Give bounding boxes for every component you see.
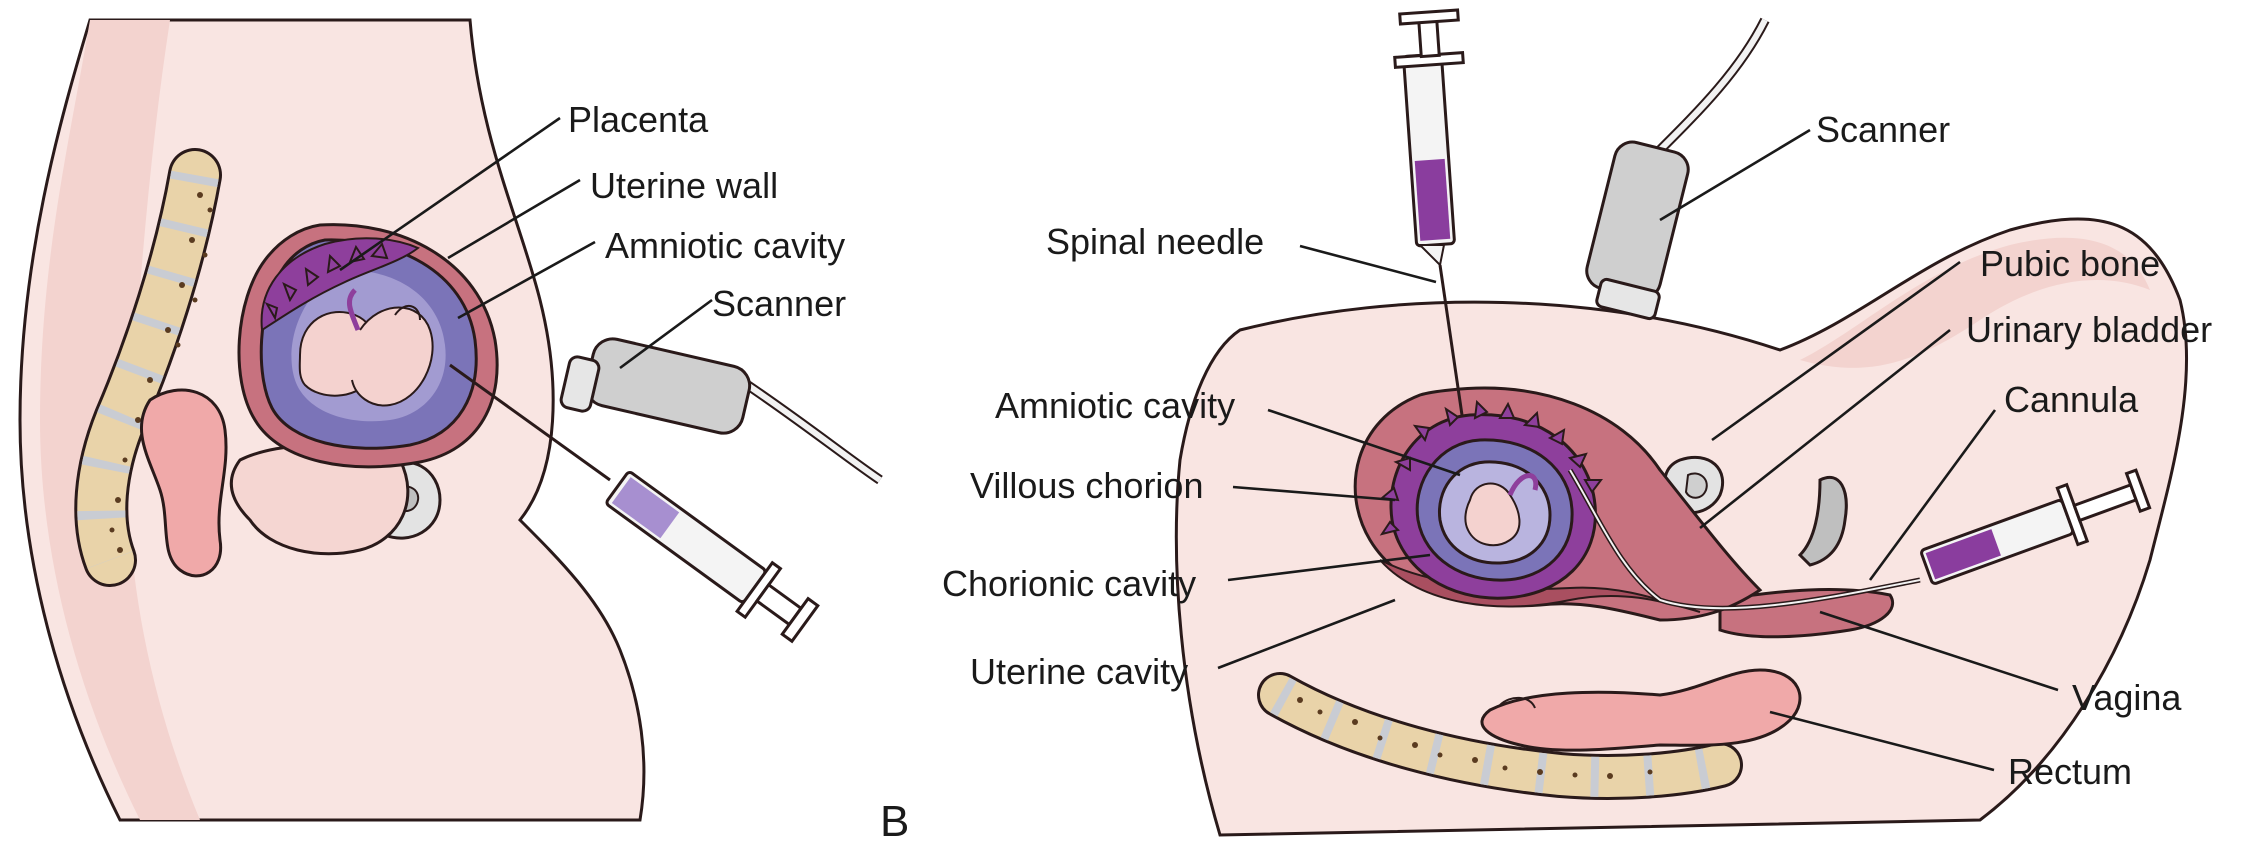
label-urinary-bladder: Urinary bladder	[1966, 309, 2212, 350]
callout-line-spinal-needle	[1299, 244, 1437, 284]
label-uterine-cavity: Uterine cavity	[970, 651, 1188, 692]
label-amniotic-cavity-right: Amniotic cavity	[995, 385, 1235, 426]
callout-line-chorionic-cavity	[1227, 553, 1431, 582]
callout-line-amniotic-cavity-right	[1267, 408, 1461, 477]
right-rectum	[1480, 668, 1802, 752]
left-rectum	[140, 388, 228, 578]
callout-line-amniotic-cavity-left	[457, 240, 596, 320]
label-uterine-wall: Uterine wall	[590, 165, 778, 206]
label-amniotic-cavity-left: Amniotic cavity	[605, 225, 845, 266]
label-scanner-right: Scanner	[1816, 109, 1950, 150]
callout-line-pubic-bone	[1711, 260, 1961, 442]
callout-line-vagina	[1819, 610, 2059, 692]
left-fetus	[298, 288, 434, 407]
callout-line-villous-chorion	[1232, 485, 1396, 502]
label-vagina: Vagina	[2072, 677, 2182, 718]
callout-line-cannula	[1868, 409, 1997, 581]
left-syringe	[449, 363, 820, 644]
callout-line-uterine-cavity	[1217, 598, 1396, 670]
callout-line-placenta	[339, 116, 561, 272]
label-cannula: Cannula	[2004, 379, 2139, 420]
left-scanner	[559, 337, 883, 485]
label-villous-chorion: Villous chorion	[970, 465, 1203, 506]
left-placenta	[260, 237, 420, 332]
callout-line-urinary-bladder	[1699, 328, 1951, 530]
label-spinal-needle: Spinal needle	[1046, 221, 1264, 262]
callout-line-uterine-wall	[447, 178, 581, 260]
right-panel: Scanner Spinal needle Pubic bone Urinary…	[942, 8, 2212, 837]
callout-line-scanner-left	[619, 298, 713, 370]
label-pubic-bone: Pubic bone	[1980, 243, 2160, 284]
left-spine	[74, 148, 222, 587]
right-pubic-bone	[1797, 476, 1848, 567]
left-panel: Placenta Uterine wall Amniotic cavity Sc…	[18, 18, 883, 822]
callout-line-rectum	[1769, 710, 1995, 772]
callout-line-scanner-right	[1659, 128, 1811, 222]
right-embryo	[1464, 473, 1539, 547]
label-rectum: Rectum	[2008, 751, 2132, 792]
right-spine	[1257, 672, 1743, 800]
label-scanner-left: Scanner	[712, 283, 846, 324]
label-placenta: Placenta	[568, 99, 709, 140]
panel-letter: B	[880, 797, 909, 846]
right-scanner	[1585, 17, 1770, 321]
label-chorionic-cavity: Chorionic cavity	[942, 563, 1196, 604]
right-cannula	[1567, 468, 2152, 611]
right-vagina	[1718, 588, 1894, 639]
right-syringe-top	[1393, 8, 1465, 416]
